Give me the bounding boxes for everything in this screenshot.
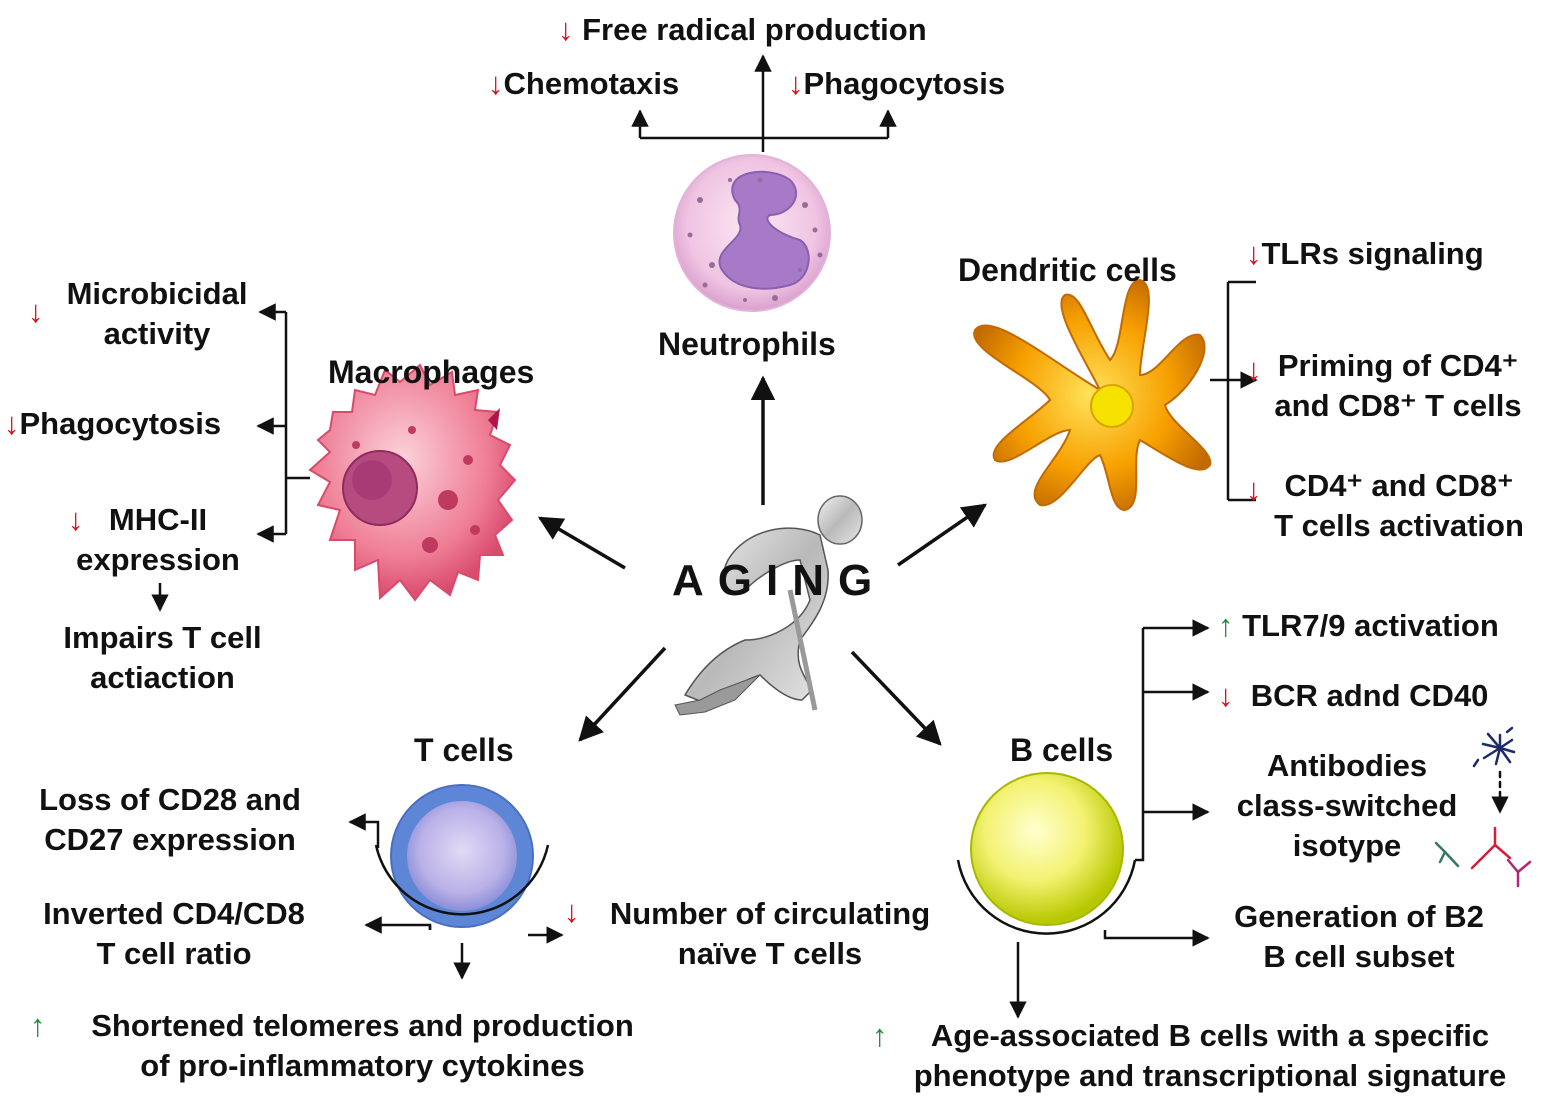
down-arrow-icon: ↓: [28, 294, 44, 329]
t-cell-effect-naive: Number of circulating naïve T cells: [609, 896, 931, 971]
dendritic-effect-activation: CD4⁺ and CD8⁺ T cells activation: [1274, 468, 1524, 543]
up-arrow-icon: ↑: [872, 1018, 888, 1053]
neutrophils-title: Neutrophils: [658, 326, 836, 362]
down-arrow-icon: ↓: [558, 12, 574, 47]
neutrophil-effect-chemotaxis: ↓Chemotaxis: [488, 66, 680, 101]
b-cell-effect-tlr79: ↑ TLR7/9 activation: [1218, 608, 1499, 643]
t-cell-connectors: [348, 813, 564, 980]
b-cell-effect-b2: Generation of B2 B cell subset: [1234, 899, 1484, 974]
macrophage-effect-phagocytosis: ↓Phagocytosis: [4, 406, 222, 441]
b-cell-connectors: [1009, 619, 1210, 1019]
dendritic-cells-title: Dendritic cells: [958, 252, 1177, 288]
macrophage-cell-icon: [308, 363, 517, 602]
up-arrow-icon: ↑: [1218, 608, 1234, 643]
t-cell-icon: [374, 784, 550, 928]
antibody-red-icon: [1470, 826, 1512, 870]
macrophages-title: Macrophages: [328, 354, 535, 390]
macrophage-effect-mhc: MHC-II expression: [76, 502, 240, 577]
down-arrow-icon: ↓: [68, 502, 84, 537]
dendritic-connectors: [1210, 280, 1258, 502]
down-arrow-icon: ↓: [1246, 236, 1262, 271]
macrophage-connectors: [151, 303, 310, 612]
aging-label: AGING: [672, 556, 887, 605]
b-cell-effect-antibodies: Antibodies class-switched isotype: [1236, 748, 1458, 863]
b-cell-icon: [956, 772, 1137, 935]
down-arrow-icon: ↓: [1218, 678, 1234, 713]
down-arrow-icon: ↓: [488, 66, 504, 101]
antibody-green-icon: [1434, 841, 1460, 868]
t-cell-effect-cd28: Loss of CD28 and CD27 expression: [39, 782, 301, 857]
antibody-icons: [1434, 726, 1532, 888]
t-cells-title: T cells: [414, 732, 514, 768]
down-arrow-icon: ↓: [788, 66, 804, 101]
t-cell-effect-telomeres: Shortened telomeres and production of pr…: [91, 1008, 634, 1083]
b-cells-title: B cells: [1010, 732, 1114, 768]
elderly-person-icon: [674, 495, 863, 716]
down-arrow-icon: ↓: [4, 406, 20, 441]
neutrophil-effect-free-radical: ↓ Free radical production: [558, 12, 927, 47]
dendritic-effect-tlrs: ↓TLRs signaling: [1246, 236, 1484, 271]
aging-main-arrows: [537, 375, 988, 746]
antibody-cluster-icon: [1472, 726, 1516, 768]
neutrophil-connectors: [631, 54, 897, 152]
b-cell-effect-bcr: ↓ BCR adnd CD40: [1218, 678, 1489, 713]
macrophage-consequence: Impairs T cell actiaction: [63, 620, 262, 695]
down-arrow-icon: ↓: [1246, 352, 1262, 387]
macrophage-effect-microbicidal: Microbicidal activity: [66, 276, 248, 351]
dendritic-cell-icon: [973, 278, 1212, 512]
up-arrow-icon: ↑: [30, 1008, 46, 1043]
antibody-purple-icon: [1506, 858, 1532, 888]
dendritic-effect-priming: Priming of CD4⁺ and CD8⁺ T cells: [1274, 348, 1522, 423]
neutrophil-cell-icon: [673, 154, 831, 312]
b-cell-effect-age-associated: Age-associated B cells with a specific p…: [913, 1018, 1507, 1093]
t-cell-effect-ratio: Inverted CD4/CD8 T cell ratio: [43, 896, 305, 971]
down-arrow-icon: ↓: [564, 894, 580, 929]
neutrophil-effect-phagocytosis: ↓Phagocytosis: [788, 66, 1006, 101]
down-arrow-icon: ↓: [1246, 472, 1262, 507]
